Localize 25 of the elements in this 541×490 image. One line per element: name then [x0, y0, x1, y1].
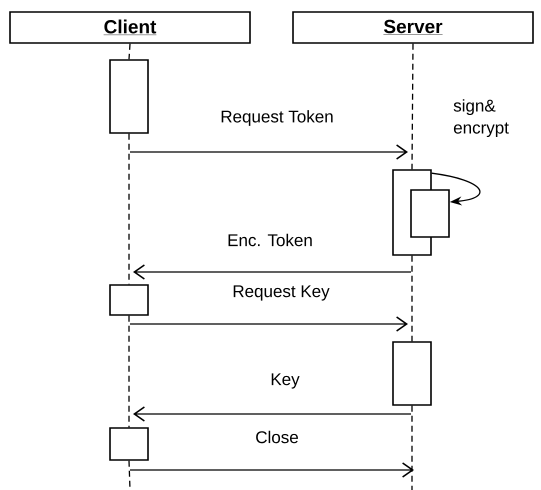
message-label: Key: [272, 373, 300, 389]
lifeline-header: Server: [292, 11, 534, 44]
lifeline: [411, 44, 414, 170]
message-arrow: [133, 264, 411, 280]
message-arrow: [130, 144, 408, 160]
activation-box: [392, 341, 432, 406]
message-label: Request Key: [234, 285, 330, 301]
lifeline: [128, 460, 131, 490]
lifeline: [128, 316, 130, 428]
activation-box: [410, 189, 450, 238]
lifeline: [128, 44, 131, 60]
self-message-arrow: [432, 172, 480, 206]
lifeline-header: Client: [9, 11, 251, 44]
message-label: Request Token: [222, 110, 333, 126]
activation-box: [109, 59, 149, 134]
message-label: sign& encrypt: [454, 99, 509, 138]
message-arrow: [130, 316, 408, 332]
lifeline: [411, 406, 413, 490]
message-label: Close: [256, 430, 298, 444]
message-arrow: [133, 406, 411, 422]
message-label: Enc. Token: [228, 234, 312, 246]
activation-box: [109, 427, 149, 461]
message-arrow: [130, 462, 414, 478]
lifeline: [411, 256, 413, 342]
activation-box: [109, 284, 149, 316]
